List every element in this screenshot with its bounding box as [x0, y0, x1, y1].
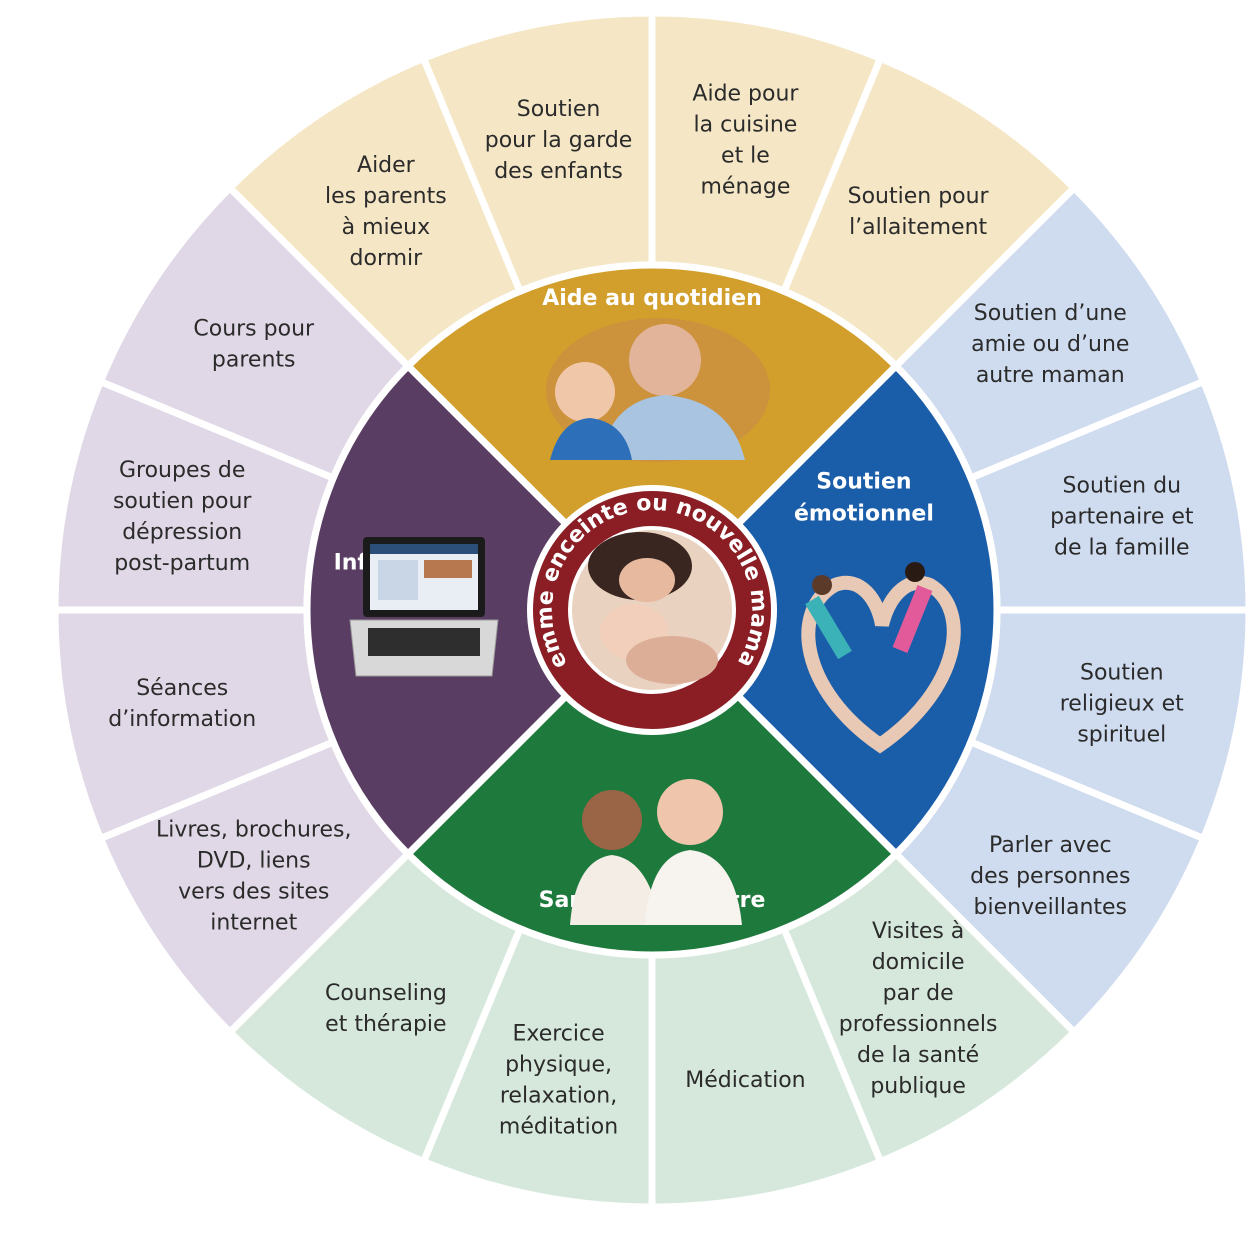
outer-label-aider-line: les parents [325, 184, 447, 209]
outer-label-exercice-line: relaxation, [500, 1083, 617, 1108]
outer-label-counseling-line: Counseling [325, 981, 447, 1006]
outer-label-soutien-pour-line: Soutien pour [848, 184, 990, 209]
outer-label-livres-brochures-line: DVD, liens [197, 849, 311, 874]
outer-label-aide-pour-line: ménage [701, 175, 791, 200]
category-title-daily: Aide au quotidien [542, 286, 762, 311]
outer-label-soutien-d-une: Soutien d’une amie ou d’une autre maman [971, 301, 1129, 388]
outer-label-soutien-du-line: partenaire et [1050, 505, 1194, 530]
outer-label-visites-a-line: par de [883, 981, 954, 1006]
outer-label-seances-line: d’information [108, 707, 256, 732]
outer-label-parler-avec-line: bienveillantes [974, 895, 1128, 920]
mother-and-baby-photo [568, 526, 736, 694]
outer-label-soutien-pour-line: l’allaitement [849, 215, 987, 240]
outer-label-seances: Séances d’information [108, 676, 256, 732]
outer-label-livres-brochures-line: internet [210, 911, 297, 936]
outer-label-soutien-du: Soutien du partenaire et de la famille [1050, 474, 1194, 561]
outer-label-groupes-de-line: soutien pour [113, 489, 252, 514]
outer-label-soutien-line: Soutien [1080, 660, 1164, 685]
outer-label-soutien-line: religieux et [1060, 691, 1184, 716]
outer-label-parler-avec-line: des personnes [970, 864, 1130, 889]
outer-label-groupes-de-line: post-partum [114, 551, 250, 576]
outer-label-livres-brochures: Livres, brochures, DVD, liens vers des sit… [156, 818, 351, 936]
outer-label-cours-pour-line: Cours pour [193, 316, 315, 341]
laptop-photo [349, 537, 499, 677]
outer-label-soutien-d-une-line: amie ou d’une [971, 332, 1129, 357]
outer-label-medication-line: Médication [685, 1068, 805, 1093]
outer-label-visites-a-line: publique [870, 1074, 966, 1099]
outer-label-visites-a-line: domicile [872, 950, 965, 975]
outer-label-cours-pour-line: parents [212, 347, 296, 372]
outer-label-visites-a-line: professionnels [839, 1012, 998, 1037]
outer-label-exercice-line: méditation [499, 1114, 618, 1139]
outer-label-soutien: Soutien pour la garde des enfants [485, 97, 633, 184]
outer-label-soutien-du-line: Soutien du [1063, 474, 1182, 499]
outer-label-medication: Médication [685, 1068, 805, 1093]
outer-label-livres-brochures-line: Livres, brochures, [156, 818, 351, 843]
outer-label-groupes-de: Groupes de soutien pour dépression post-par… [113, 458, 252, 576]
outer-label-livres-brochures-line: vers des sites [178, 880, 329, 905]
outer-label-exercice-line: physique, [505, 1052, 612, 1077]
outer-label-aide-pour-line: et le [721, 144, 770, 169]
two-women-comfort-photo [570, 779, 742, 925]
outer-label-visites-a-line: de la santé [857, 1043, 979, 1068]
outer-label-soutien-line: des enfants [494, 159, 623, 184]
outer-label-aider-line: à mieux [342, 215, 431, 240]
outer-label-aide-pour-line: Aide pour [692, 82, 799, 107]
grandfather-with-child-photo [546, 318, 770, 462]
outer-label-exercice-line: Exercice [512, 1021, 604, 1046]
outer-label-aider-line: dormir [350, 246, 424, 271]
outer-label-soutien-line: Soutien [517, 97, 601, 122]
outer-label-aide-pour: Aide pour la cuisine et le ménage [692, 82, 799, 200]
outer-label-counseling-line: et thérapie [325, 1012, 446, 1037]
outer-label-aide-pour-line: la cuisine [694, 113, 798, 138]
outer-label-soutien-line: spirituel [1077, 722, 1166, 747]
outer-label-exercice: Exercice physique, relaxation, méditation [499, 1021, 618, 1139]
outer-label-parler-avec: Parler avec des personnes bienveillantes [970, 833, 1130, 920]
outer-label-soutien-line: pour la garde [485, 128, 633, 153]
outer-label-soutien-d-une-line: Soutien d’une [974, 301, 1127, 326]
outer-label-soutien-du-line: de la famille [1054, 536, 1190, 561]
outer-label-groupes-de-line: dépression [122, 520, 242, 545]
outer-label-counseling: Counseling et thérapie [325, 981, 447, 1037]
category-title-emotional-line: Soutien [816, 469, 911, 494]
outer-label-groupes-de-line: Groupes de [119, 458, 245, 483]
outer-label-aider: Aider les parents à mieux dormir [325, 153, 447, 271]
category-title-emotional: Soutien émotionnel [794, 469, 934, 526]
outer-label-visites-a: Visites à domicile par de professionnels de … [839, 919, 998, 1099]
outer-label-soutien-pour: Soutien pour l’allaitement [848, 184, 990, 240]
outer-label-parler-avec-line: Parler avec [989, 833, 1112, 858]
heart-dancers-photo [801, 562, 961, 754]
category-title-daily-line: Aide au quotidien [542, 286, 762, 311]
outer-label-visites-a-line: Visites à [872, 919, 964, 944]
outer-label-cours-pour: Cours pour parents [193, 316, 315, 372]
category-title-emotional-line: émotionnel [794, 501, 934, 526]
outer-label-seances-line: Séances [136, 676, 228, 701]
outer-label-soutien: Soutien religieux et spirituel [1060, 660, 1184, 747]
outer-label-soutien-d-une-line: autre maman [976, 363, 1125, 388]
outer-label-aider-line: Aider [357, 153, 416, 178]
